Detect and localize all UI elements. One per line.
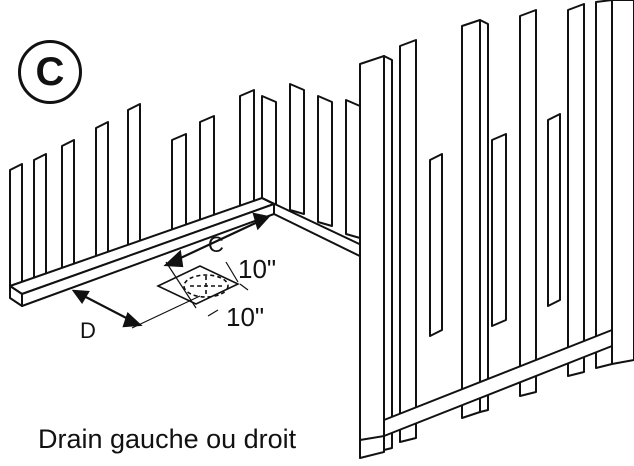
- step-badge: C: [18, 40, 82, 104]
- label-10-vertical: 10": [226, 302, 264, 332]
- side-wall-studs: [261, 83, 361, 239]
- label-c: C: [208, 232, 224, 257]
- bottom-plate-right: [261, 197, 373, 263]
- front-wall-frame: [359, 0, 634, 459]
- caption: Drain gauche ou droit: [34, 424, 301, 455]
- dimension-10-lines: [207, 261, 249, 317]
- drain-box: [156, 265, 240, 305]
- dimension-d: [71, 289, 201, 329]
- bottom-plate-left: [9, 197, 275, 295]
- back-wall-studs: [9, 89, 255, 287]
- label-10-horizontal: 10": [238, 254, 276, 284]
- label-d: D: [80, 318, 96, 343]
